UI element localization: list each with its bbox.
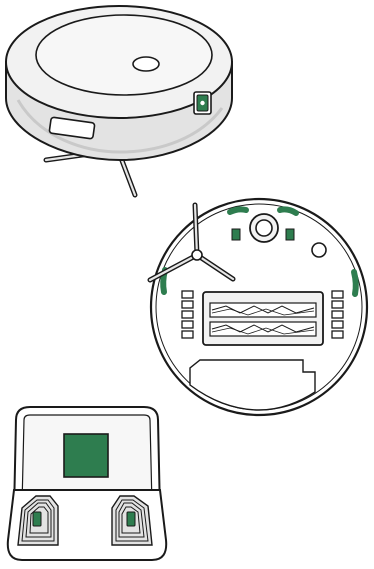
- dock-contact-right: [111, 495, 153, 546]
- right-wheel: [331, 290, 344, 339]
- sensor-window: [48, 116, 96, 140]
- dust-bin: [189, 359, 316, 411]
- robot-underside-view: [147, 197, 369, 417]
- charging-contact-right: [285, 228, 295, 241]
- left-wheel: [181, 290, 194, 339]
- brush-housing: [202, 291, 324, 346]
- dock-indicator-panel: [63, 433, 109, 478]
- charging-contact-left: [231, 228, 241, 241]
- robot-charging-contact: [193, 91, 212, 115]
- clean-button: [132, 56, 160, 72]
- dock-contact-left: [17, 495, 59, 546]
- cliff-sensor: [311, 242, 327, 258]
- caster-wheel: [249, 213, 279, 243]
- robot-top-view: [5, 5, 233, 198]
- underside-side-brush: [147, 202, 236, 283]
- charging-dock: [6, 406, 168, 561]
